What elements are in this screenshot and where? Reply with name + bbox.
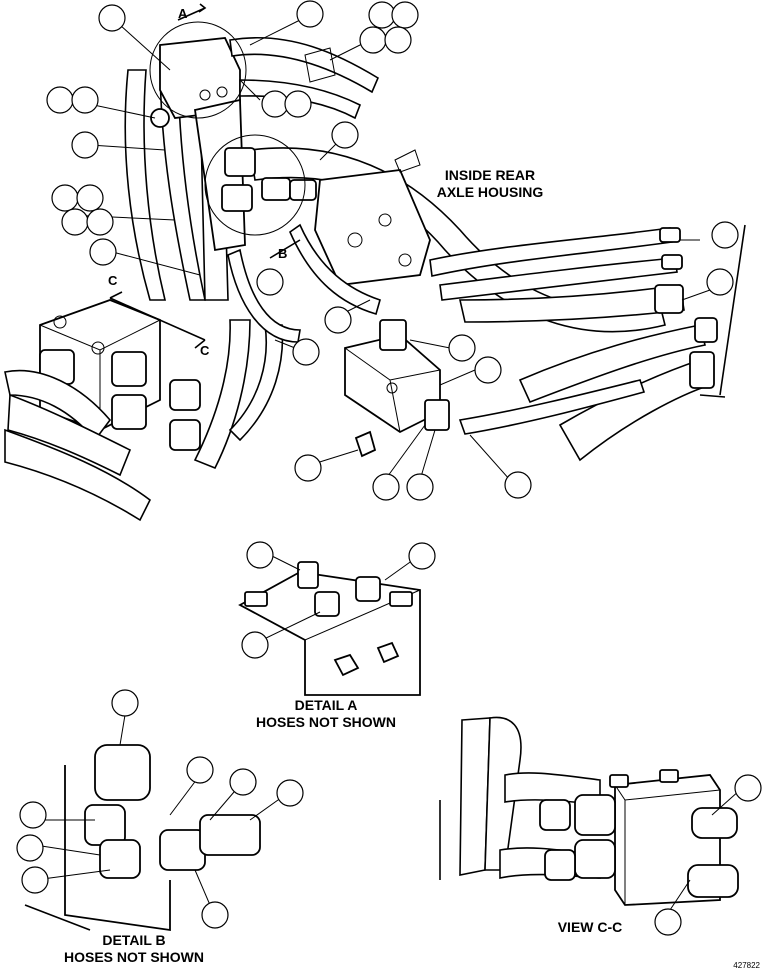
detail-a-plug-2 <box>376 641 400 664</box>
left-block-fitting-3 <box>111 394 147 430</box>
left-block-fitting-5 <box>169 419 201 451</box>
lower-right-fitting-1 <box>694 317 718 343</box>
detail-a-title: DETAIL A <box>295 697 358 713</box>
detail-b-fitting-3 <box>159 829 206 871</box>
lower-valve-fitting-top <box>379 319 407 351</box>
view-b-letter: B <box>278 246 287 261</box>
frame-edge-right <box>719 224 746 396</box>
detail-a-fitting-1 <box>297 561 319 589</box>
left-block-fitting-2 <box>111 351 147 387</box>
center-fitting-1 <box>224 147 256 177</box>
section-c-line <box>109 297 206 341</box>
lower-left-hose-3 <box>4 428 152 522</box>
section-c-right-letter: C <box>200 343 210 358</box>
axle-housing-label: AXLE HOUSING <box>437 184 544 200</box>
lower-valve-fitting-side <box>424 399 450 431</box>
detail-b-title: DETAIL B <box>102 932 165 948</box>
main-assembly: INSIDE REAR AXLE HOUSING A B C C <box>4 0 746 522</box>
hose-down-loop <box>228 324 284 442</box>
detail-b-fitting-4 <box>199 814 261 856</box>
inside-rear-label: INSIDE REAR <box>445 167 535 183</box>
view-cc-stud-1 <box>691 807 738 839</box>
view-cc: VIEW C-C <box>439 716 762 936</box>
detail-a-nut-right <box>389 591 413 607</box>
long-tube <box>458 379 646 435</box>
detail-a-nut-left <box>244 591 268 607</box>
detail-a-circle <box>149 21 247 119</box>
detail-a-fitting-3 <box>355 576 381 602</box>
hose-clamp-top <box>304 47 336 83</box>
detail-b-note: HOSES NOT SHOWN <box>64 949 204 965</box>
axle-housing-valve <box>314 169 431 286</box>
part-number: 427822 <box>733 961 760 970</box>
left-block-fitting-4 <box>169 379 201 411</box>
detail-b-fitting-1 <box>84 804 126 846</box>
lower-right-hose-1 <box>518 324 706 404</box>
lower-left-hose-2 <box>7 393 132 477</box>
center-fitting-3 <box>261 177 291 201</box>
vertical-hose-left <box>124 69 167 301</box>
view-a-letter: A <box>178 6 188 21</box>
loose-fitting <box>354 430 377 458</box>
view-cc-fitting-4 <box>544 849 576 881</box>
detail-a: DETAIL A HOSES NOT SHOWN <box>238 541 436 730</box>
right-hose-2 <box>439 257 678 301</box>
right-hose-3 <box>458 284 685 323</box>
view-cc-hose-left-2 <box>484 716 522 871</box>
detail-b-fitting-top <box>94 744 151 801</box>
lower-right-fitting-2 <box>689 351 715 389</box>
detail-a-note: HOSES NOT SHOWN <box>256 714 396 730</box>
section-c-left-letter: C <box>108 273 118 288</box>
right-fitting-3 <box>661 254 683 270</box>
view-cc-nut-1 <box>609 774 629 788</box>
right-fitting-1 <box>654 284 684 314</box>
right-fitting-2 <box>659 227 681 243</box>
tube-to-lower-valve <box>289 223 381 315</box>
view-a-arrow <box>177 7 206 21</box>
view-cc-title: VIEW C-C <box>558 919 623 935</box>
detail-b-fitting-2 <box>99 839 141 879</box>
view-cc-fitting-1 <box>574 794 616 836</box>
top-hose-1 <box>229 36 380 94</box>
view-cc-fitting-3 <box>539 799 571 831</box>
callout-bubbles-main <box>46 0 739 501</box>
center-fitting-2 <box>221 184 253 212</box>
detail-a-fitting-2 <box>314 591 340 617</box>
detail-b: DETAIL B HOSES NOT SHOWN <box>16 689 304 965</box>
detail-a-plug-1 <box>333 653 360 677</box>
view-cc-nut-2 <box>659 769 679 783</box>
view-b-arrow <box>269 239 301 259</box>
detail-b-circle <box>204 134 306 236</box>
hose-down-right <box>193 319 251 470</box>
top-fitting <box>150 108 170 128</box>
view-cc-fitting-2 <box>574 839 616 879</box>
detail-a-block <box>238 571 421 696</box>
lower-left-hose-1 <box>4 369 112 442</box>
center-fitting-4 <box>289 179 317 201</box>
view-cc-stud-2 <box>687 864 739 898</box>
